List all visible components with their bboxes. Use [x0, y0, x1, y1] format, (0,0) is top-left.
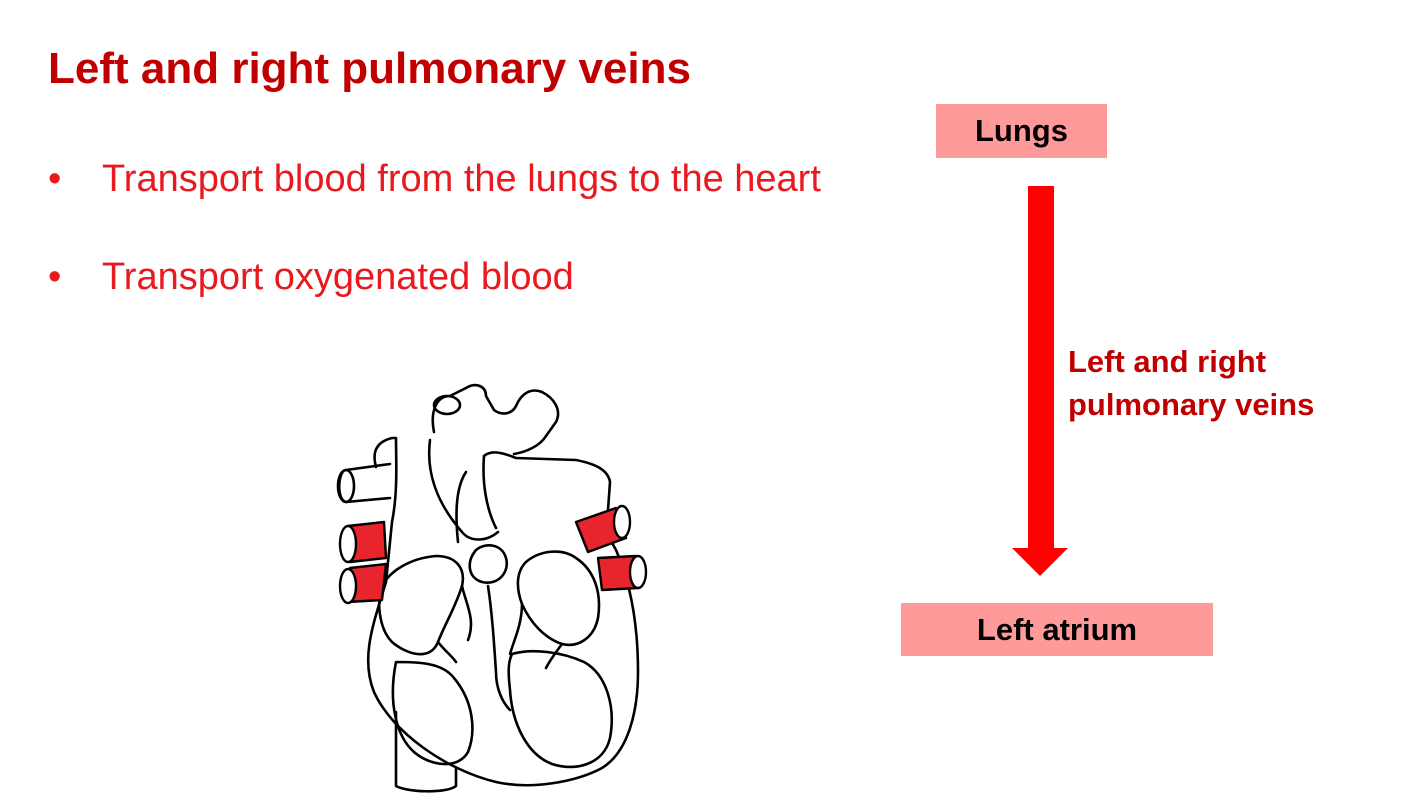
- heart-outline: [366, 436, 640, 787]
- pulmonary-trunk: [427, 438, 500, 544]
- septum: [486, 584, 512, 712]
- left-atrium-box: Left atrium: [901, 603, 1213, 656]
- bullet-item: • Transport blood from the lungs to the …: [48, 152, 821, 206]
- heart-diagram-icon: [336, 383, 648, 793]
- pulmonary-vein-right-upper-end: [612, 504, 632, 540]
- lungs-box: Lungs: [936, 104, 1107, 158]
- arrow-label: Left and right pulmonary veins: [1068, 340, 1314, 426]
- mitral-valve: [508, 602, 564, 670]
- right-ventricle: [391, 660, 474, 766]
- valve: [468, 544, 509, 584]
- tricuspid-valve: [436, 584, 473, 664]
- slide-title: Left and right pulmonary veins: [48, 44, 691, 93]
- aorta: [431, 383, 560, 456]
- bullet-text: Transport oxygenated blood: [102, 256, 574, 298]
- pulmonary-vein-left-upper-end: [338, 524, 358, 564]
- pulmonary-vein-left-lower-end: [338, 567, 358, 605]
- left-ventricle: [507, 649, 614, 769]
- bullet-marker: •: [48, 256, 62, 298]
- down-arrow-icon: [1012, 186, 1068, 576]
- right-atrium: [378, 554, 465, 656]
- arrow-label-line1: Left and right: [1068, 344, 1267, 379]
- bullet-text: Transport blood from the lungs to the he…: [102, 158, 821, 200]
- bullet-item: • Transport oxygenated blood: [48, 250, 821, 304]
- bullet-marker: •: [48, 158, 62, 200]
- bullet-list: • Transport blood from the lungs to the …: [48, 152, 821, 348]
- left-atrium: [516, 550, 601, 647]
- inferior-vena-cava: [394, 710, 458, 793]
- arrow-label-line2: pulmonary veins: [1068, 387, 1315, 422]
- pulmonary-vein-right-lower-end: [628, 554, 648, 590]
